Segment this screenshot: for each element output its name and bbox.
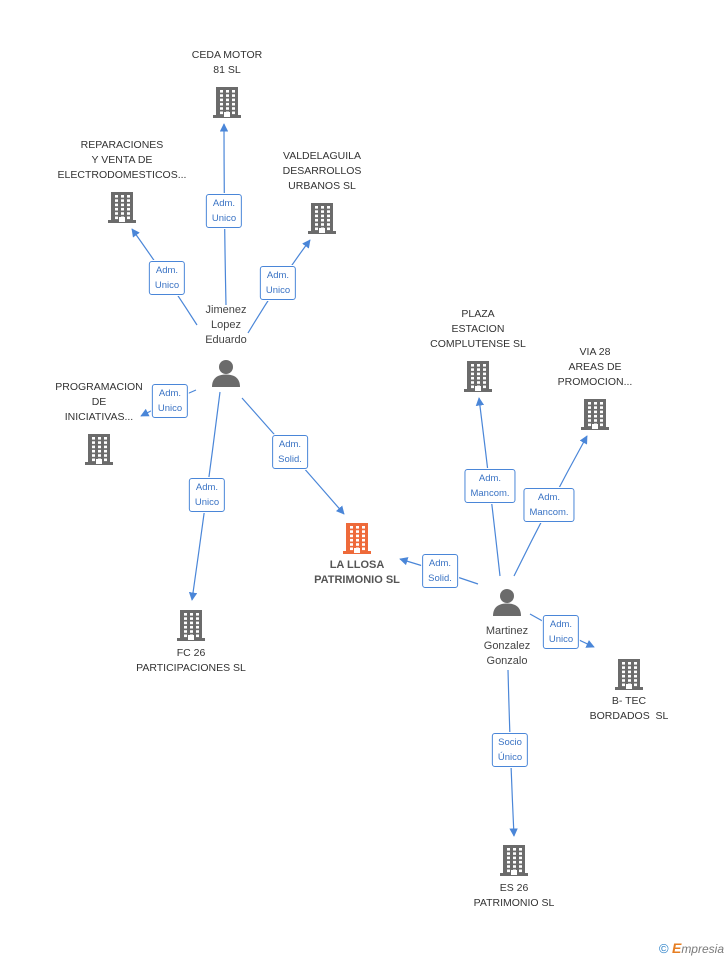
node-label-via28[interactable]: VIA 28 AREAS DE PROMOCION...	[557, 346, 633, 388]
node-label-es26[interactable]: ES 26 PATRIMONIO SL	[473, 882, 555, 909]
node-label-fc26[interactable]: FC 26 PARTICIPACIONES SL	[136, 647, 246, 674]
role-badge-jimenez-ceda[interactable]: Adm. Unico	[205, 194, 243, 228]
building-icon	[499, 845, 529, 881]
company-node-reparaciones[interactable]	[107, 190, 137, 229]
copyright-icon: ©	[659, 941, 669, 956]
role-badge-martinez-plaza[interactable]: Adm. Mancom.	[464, 469, 516, 503]
role-badge-jimenez-reparaciones[interactable]: Adm. Unico	[148, 261, 186, 295]
role-badge-martinez-es26[interactable]: Socio Único	[491, 733, 529, 767]
role-badge-martinez-btec[interactable]: Adm. Unico	[542, 615, 580, 649]
role-badge-jimenez-lallosa[interactable]: Adm. Solid.	[272, 435, 308, 469]
node-label-jimenez: Jimenez Lopez Eduardo	[205, 304, 247, 346]
building-icon	[614, 659, 644, 695]
brand-name: mpresia	[681, 942, 724, 956]
person-icon	[492, 589, 522, 621]
company-node-btec[interactable]	[614, 657, 644, 696]
node-label-martinez: Martinez Gonzalez Gonzalo	[483, 625, 531, 667]
company-node-valdelaguila[interactable]	[307, 201, 337, 240]
node-label-programacion[interactable]: PROGRAMACION DE INICIATIVAS...	[55, 381, 143, 423]
person-node-jimenez[interactable]	[211, 358, 241, 393]
role-badge-jimenez-fc26[interactable]: Adm. Unico	[188, 478, 226, 512]
node-label-reparaciones[interactable]: REPARACIONES Y VENTA DE ELECTRODOMESTICO…	[57, 139, 187, 181]
building-icon	[212, 87, 242, 123]
building-icon	[176, 610, 206, 646]
brand-logo-initial: E	[671, 940, 682, 956]
building-icon	[107, 192, 137, 228]
node-label-plaza[interactable]: PLAZA ESTACION COMPLUTENSE SL	[430, 308, 526, 350]
role-badge-jimenez-valdelaguila[interactable]: Adm. Unico	[259, 266, 297, 300]
company-node-es26[interactable]	[499, 843, 529, 882]
building-icon	[580, 399, 610, 435]
company-node-ceda[interactable]	[212, 85, 242, 124]
footer-brand[interactable]: © Empresia	[659, 940, 724, 956]
company-node-lallosa[interactable]	[342, 521, 372, 560]
building-icon	[342, 523, 372, 559]
node-label-valdelaguila[interactable]: VALDELAGUILA DESARROLLOS URBANOS SL	[282, 150, 362, 192]
company-node-fc26[interactable]	[176, 608, 206, 647]
person-node-martinez[interactable]	[492, 587, 522, 622]
building-icon	[463, 361, 493, 397]
node-label-ceda[interactable]: CEDA MOTOR 81 SL	[191, 49, 263, 76]
building-icon	[84, 434, 114, 470]
building-icon	[307, 203, 337, 239]
company-node-programacion[interactable]	[84, 432, 114, 471]
node-label-btec[interactable]: B- TEC BORDADOS SL	[589, 695, 669, 722]
role-badge-martinez-lallosa[interactable]: Adm. Solid.	[422, 554, 458, 588]
role-badge-jimenez-programacion[interactable]: Adm. Unico	[151, 384, 189, 418]
node-label-lallosa[interactable]: LA LLOSA PATRIMONIO SL	[314, 559, 400, 586]
company-node-via28[interactable]	[580, 397, 610, 436]
company-node-plaza[interactable]	[463, 359, 493, 398]
person-icon	[211, 360, 241, 392]
role-badge-martinez-via28[interactable]: Adm. Mancom.	[523, 488, 575, 522]
